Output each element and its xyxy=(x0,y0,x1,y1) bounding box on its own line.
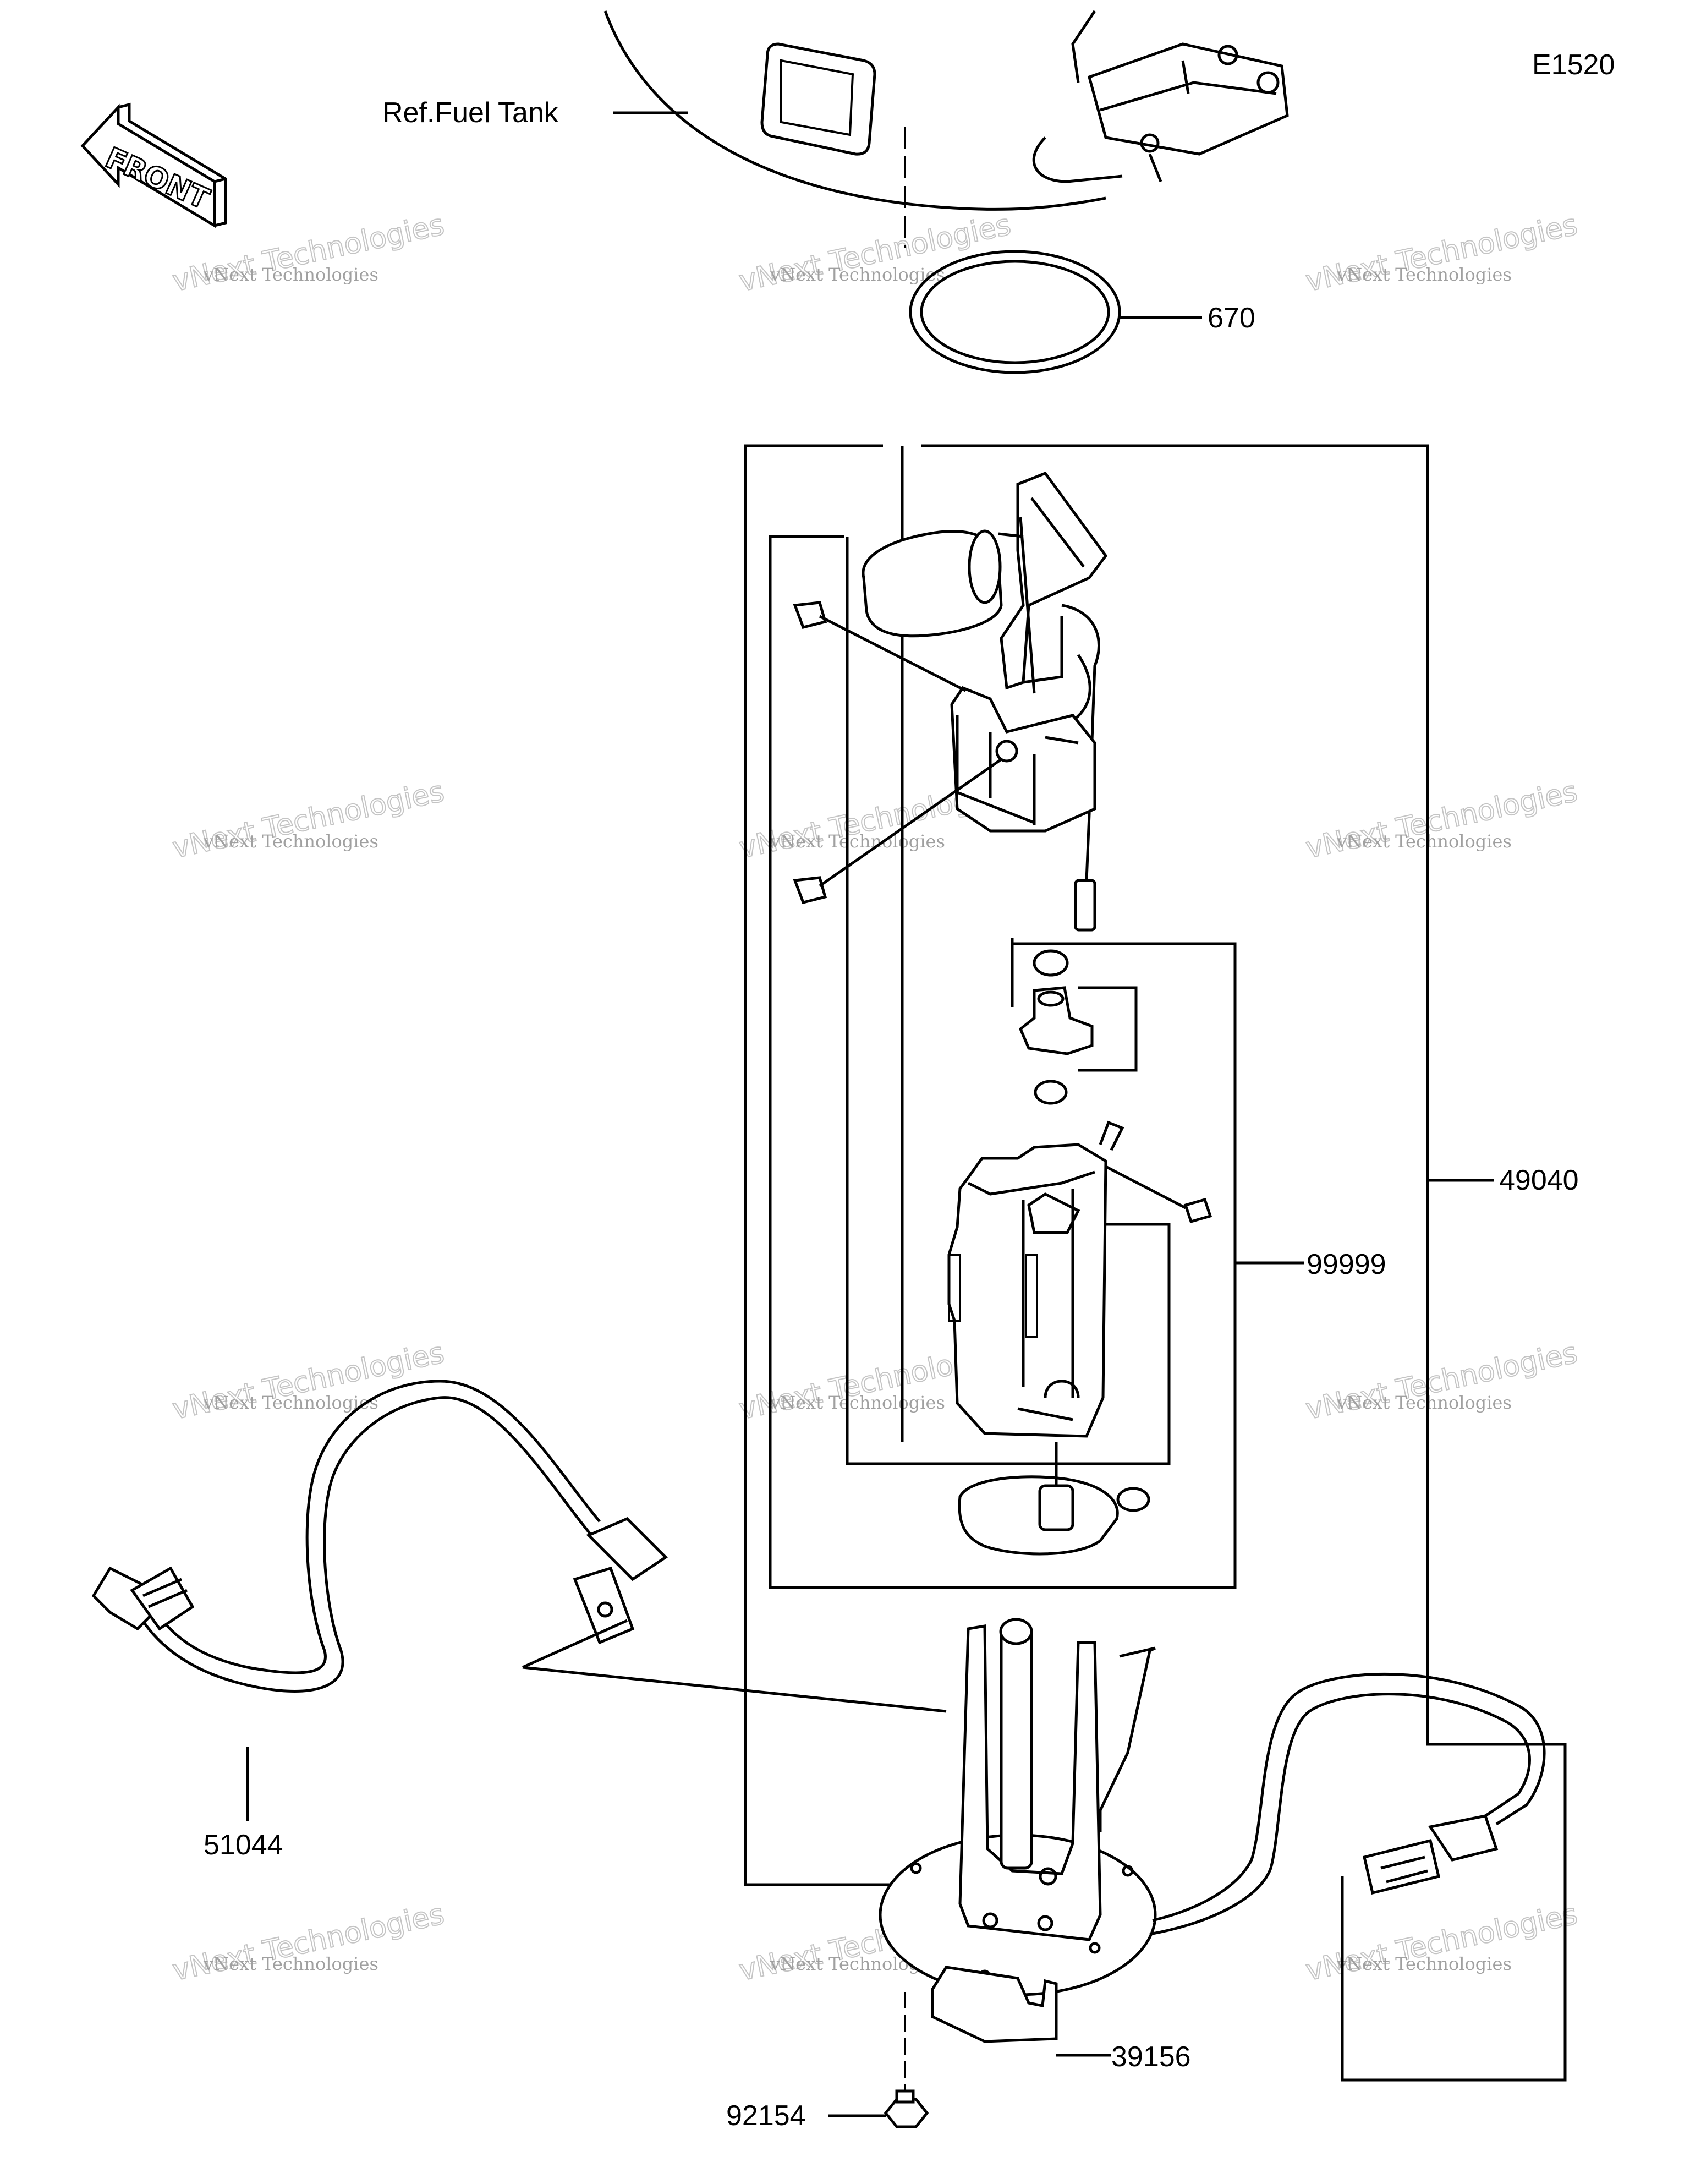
watermark-text: vNext Technologies xyxy=(1336,831,1512,852)
callout-670: 670 xyxy=(1208,302,1255,334)
fuel-hose-51044: 51044 xyxy=(91,1380,947,1861)
screw-pump xyxy=(1105,1165,1212,1224)
diagram-code: E1520 xyxy=(1532,49,1615,81)
watermark-text: vNext Technologies xyxy=(203,1953,378,1974)
frame-filter xyxy=(1078,986,1138,1072)
o-ring-small-upper xyxy=(1033,949,1069,977)
frame-pump xyxy=(846,537,1171,1465)
watermark-text: vNext Technologies xyxy=(203,831,378,852)
watermark-text: vNext Technologies xyxy=(770,831,945,852)
screw-sender-upper xyxy=(793,601,967,692)
o-ring-bottom xyxy=(1116,1487,1150,1512)
bolt-92154: 92154 xyxy=(726,1992,929,2132)
watermark-text: vNext Technologies xyxy=(770,1392,945,1413)
pump-bottom-cap xyxy=(958,1442,1119,1556)
watermarks: vNext Technologies vNext Technologies vN… xyxy=(169,208,1581,1988)
watermark-text: vNext Technologies xyxy=(1336,264,1512,285)
fuel-pump-body xyxy=(947,1120,1124,1438)
fuel-level-sender xyxy=(862,471,1108,932)
leader-bracket xyxy=(1099,1646,1156,1832)
ref-fuel-tank-label: Ref.Fuel Tank xyxy=(382,97,559,129)
pressure-regulator xyxy=(1018,986,1094,1055)
front-arrow-icon: FRONT xyxy=(80,102,227,228)
callout-51044: 51044 xyxy=(204,1829,283,1861)
watermark-text: vNext Technologies xyxy=(1336,1953,1512,1974)
o-ring-small-lower xyxy=(1034,1080,1068,1105)
wire-harness xyxy=(1149,1672,1546,1936)
fuel-tank-reference: Ref.Fuel Tank xyxy=(382,10,1289,211)
o-ring-670: 670 xyxy=(909,250,1255,374)
callout-99999: 99999 xyxy=(1307,1249,1386,1280)
frame-49040: 49040 xyxy=(744,444,1579,2082)
pad-39156: 39156 xyxy=(931,1966,1191,2073)
watermark-text: vNext Technologies xyxy=(203,264,378,285)
pump-base-flange xyxy=(879,1618,1157,1996)
screw-sender-lower xyxy=(793,758,1002,904)
callout-92154: 92154 xyxy=(726,2100,806,2132)
callout-49040: 49040 xyxy=(1499,1164,1579,1196)
watermark-text: vNext Technologies xyxy=(1336,1392,1512,1413)
pump-top-bracket xyxy=(950,686,1096,833)
watermark-text: vNext Technologies xyxy=(203,1392,378,1413)
callout-39156: 39156 xyxy=(1111,2041,1191,2073)
watermark-text: vNext Technologies xyxy=(770,264,945,285)
